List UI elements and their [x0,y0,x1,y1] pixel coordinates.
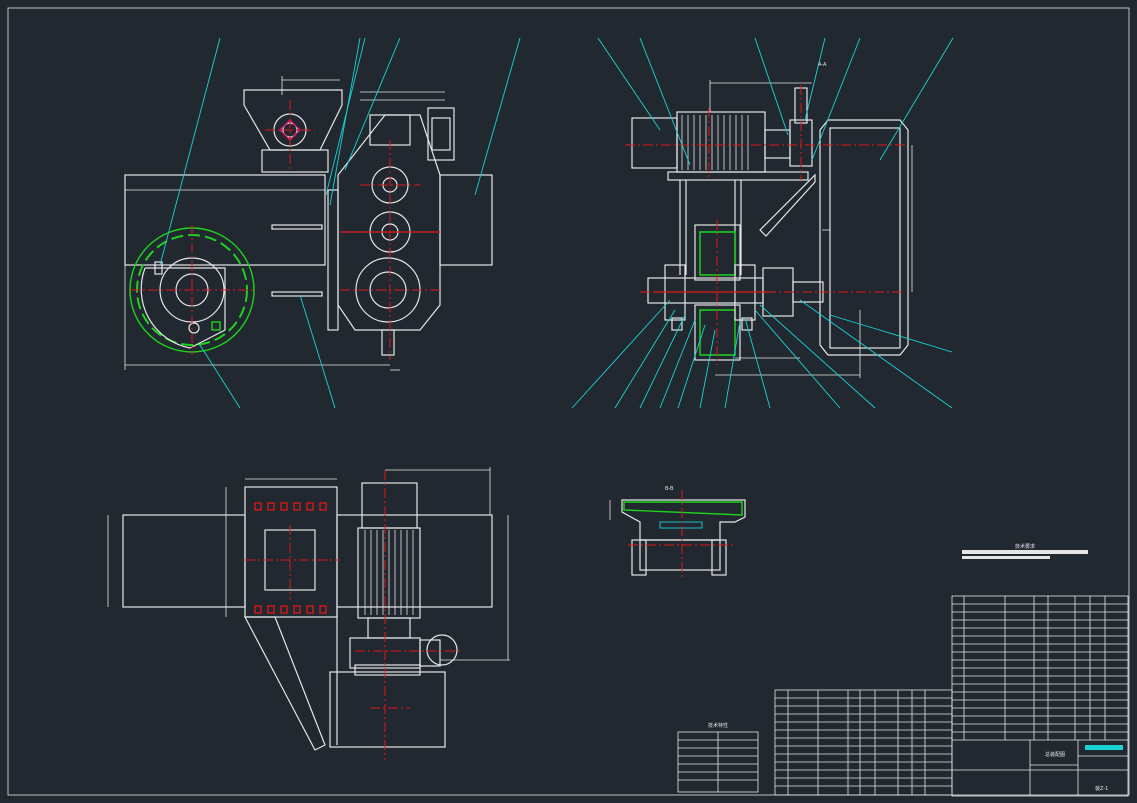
title-block-highlight [1085,745,1123,750]
tech-params-title: 技术特性 [708,722,728,729]
section-label-b-b: B-B [665,486,674,492]
tech-requirements-line-2 [962,556,1050,559]
tech-requirements-title: 技术要求 [1015,543,1035,550]
front-view [124,37,521,409]
sheet-border [7,7,1130,796]
top-view [107,467,510,760]
title-block-main: 总装配图 [1045,751,1065,758]
side-view-a-a [571,37,954,409]
parts-list [951,595,1129,797]
detail-b-b [609,490,746,580]
section-label-a-a: A-A [818,62,827,68]
sheet-number: 装Z-1 [1095,785,1108,792]
tech-params-table [677,731,759,793]
tech-requirements-line-1 [962,550,1088,554]
title-block [952,740,1128,795]
parts-list-lower [774,689,953,796]
